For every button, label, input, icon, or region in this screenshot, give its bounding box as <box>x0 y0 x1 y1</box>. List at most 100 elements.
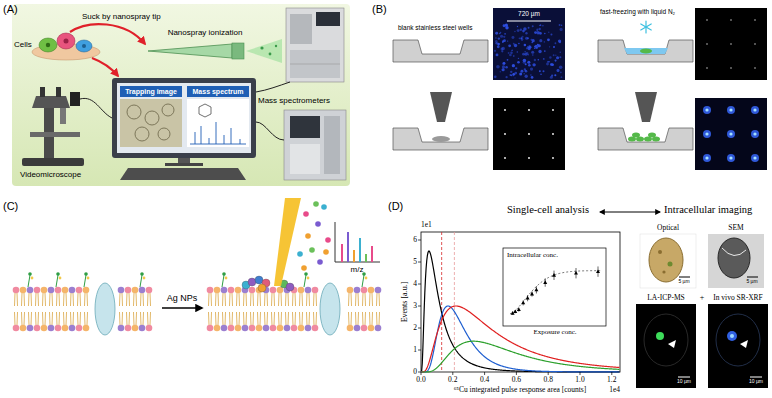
sample-spots-part <box>511 36 514 39</box>
la-icp-ms-image-part <box>656 332 664 340</box>
microscope-part <box>22 158 84 166</box>
lipid-membrane-part <box>258 293 261 325</box>
histogram-chart-part <box>421 232 620 372</box>
microscope-part <box>40 87 45 97</box>
sample-spots-part <box>727 130 735 138</box>
sem-image-part <box>722 248 746 256</box>
la-icp-ms-image <box>636 304 696 388</box>
computer-monitor <box>112 78 256 180</box>
sample-spots-part <box>521 38 524 41</box>
lipid-membrane-part <box>207 287 214 294</box>
sample-spots-part <box>538 50 541 53</box>
lipid-membrane-part <box>221 287 228 294</box>
lipid-membrane-part <box>148 293 151 325</box>
sample-spots-part <box>505 66 508 69</box>
lipid-membrane-part <box>57 293 60 325</box>
panel-letter: (C) <box>3 200 18 213</box>
sample-spots-part <box>520 70 523 73</box>
computer-monitor-part <box>162 104 174 116</box>
microscopy-image-part <box>493 8 565 80</box>
screen-tab: Trapping image <box>120 86 182 97</box>
scale-label: 720 µm <box>518 10 540 17</box>
laser-beam <box>274 198 301 286</box>
pipette-part <box>635 92 657 122</box>
mass-spectrometer-top-part <box>286 8 344 82</box>
sample-spots-part <box>561 25 562 26</box>
microscopy-image <box>493 8 767 170</box>
spectrum-icon-part <box>335 222 380 262</box>
lipid-membrane-part <box>214 325 221 332</box>
lipid-membrane-part <box>222 272 226 276</box>
la-icp-ms-image-part <box>636 304 696 388</box>
sample-spots-part <box>512 64 515 67</box>
scale-label: 10 µm <box>749 379 763 385</box>
lipid-membrane-part <box>263 325 270 332</box>
lipid-membrane-part <box>251 293 254 325</box>
lipid-membrane-part <box>312 325 319 332</box>
sample-spots-part <box>532 63 535 66</box>
sample-spots-part <box>550 63 553 66</box>
tick-label: 0.4 <box>480 376 489 385</box>
sample-spots-part <box>525 63 527 65</box>
axis-label: m/z <box>351 265 364 274</box>
sample-spots-part <box>550 33 552 35</box>
lipid-membrane-part <box>83 287 90 294</box>
sample-spots-part <box>522 30 525 33</box>
lipid-membrane-part <box>87 277 90 280</box>
sample-spots-part <box>531 51 534 54</box>
lipid-membrane-part <box>228 287 235 294</box>
lipid-membrane-part <box>13 287 20 294</box>
spectrum-icon-part <box>359 238 361 262</box>
sample-spots-part <box>727 106 735 114</box>
section-title: Single-cell analysis <box>507 204 589 216</box>
cables-part <box>256 82 290 92</box>
histogram-chart-part <box>516 372 517 375</box>
lipid-membrane-part <box>368 287 375 294</box>
sample-spots-part <box>524 53 527 56</box>
nanospray-tip-part <box>232 43 244 59</box>
cell-culture-part <box>39 38 57 52</box>
lipid-membrane-part <box>55 325 62 332</box>
sample-spots-part <box>527 61 530 64</box>
sample-spots-part <box>703 106 711 114</box>
sample-spots-part <box>729 156 732 159</box>
sample-spots-part <box>544 33 546 35</box>
lipid-membrane-part <box>127 293 130 325</box>
sample-spots-part <box>518 58 519 59</box>
sample-spots-part <box>555 54 556 55</box>
axis-label: ⁶⁵Cu integrated pulse response area [cou… <box>454 386 586 395</box>
axis-label: Exposure conc. <box>532 328 577 336</box>
sr-xrf-image-part <box>750 377 762 378</box>
ion-plume-part <box>323 249 329 255</box>
sample-spots-part <box>560 28 563 31</box>
histogram-chart-part <box>441 232 442 372</box>
image-label: LA-ICP-MS <box>647 294 685 303</box>
mass-spectrometer-top <box>286 8 344 82</box>
sample-spots-part <box>528 27 530 29</box>
sample-spots-part <box>548 31 550 33</box>
sample-spots-part <box>504 109 506 111</box>
step-label: fast-freezing with liquid N₂ <box>600 8 675 15</box>
lipid-membrane-part <box>132 325 139 332</box>
lipid-membrane-part <box>307 293 310 325</box>
lipid-membrane-part <box>20 325 27 332</box>
nanospray-tip-part <box>246 39 282 63</box>
histogram-chart-part <box>517 307 521 311</box>
microscopy-image-part <box>507 21 551 22</box>
lipid-membrane-part <box>50 293 53 325</box>
spectrum-icon-part <box>341 244 343 262</box>
cell-culture-part <box>64 39 69 44</box>
sample-spots-part <box>751 106 759 114</box>
lipid-membrane-part <box>293 293 296 325</box>
sample-spots-part <box>517 29 520 32</box>
sample-spots-part <box>531 76 534 79</box>
lipid-membrane-part <box>41 325 48 332</box>
lipid-membrane-part <box>349 293 352 325</box>
mass-spectrometer-top-part <box>290 14 312 44</box>
step-label: blank stainless steel wells <box>398 24 472 31</box>
sample-spots-part <box>534 59 536 61</box>
sample-spots-part <box>536 30 537 31</box>
lipid-membrane-part <box>134 293 137 325</box>
sample-spots-part <box>525 32 527 34</box>
sample-spots-part <box>511 50 512 51</box>
